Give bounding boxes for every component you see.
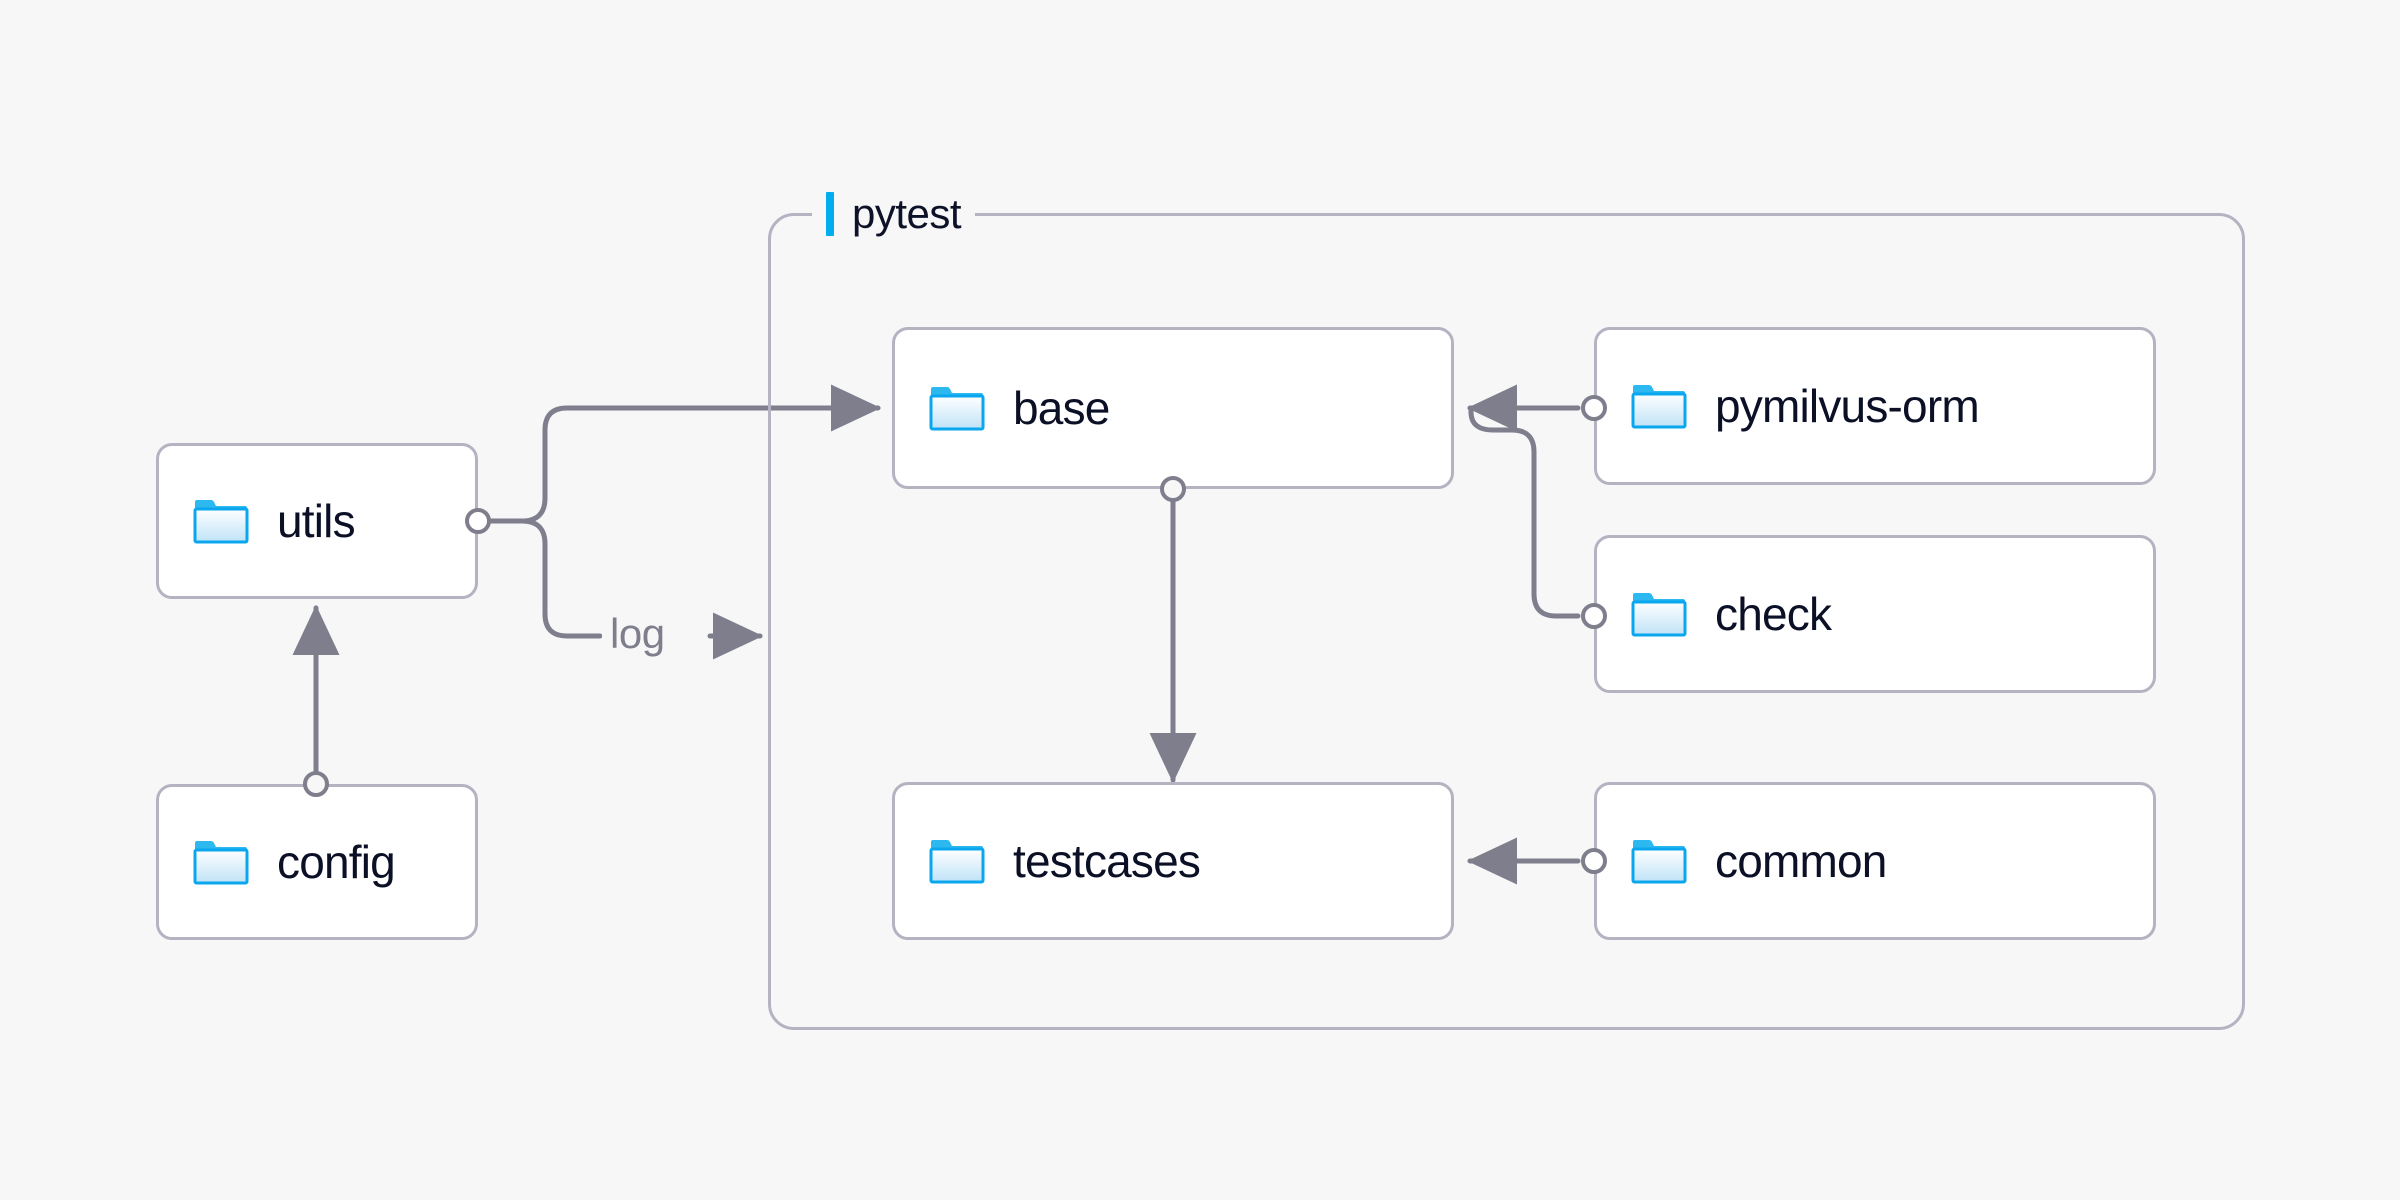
node-base-label: base (1013, 382, 1110, 434)
group-pytest-title: pytest (812, 186, 976, 242)
node-testcases[interactable]: testcases (892, 782, 1454, 940)
node-pymilvus-orm[interactable]: pymilvus-orm (1594, 327, 2156, 485)
port-base-bottom[interactable] (1160, 476, 1186, 502)
port-pymilvus-orm-left[interactable] (1581, 395, 1607, 421)
port-config-top[interactable] (303, 771, 329, 797)
folder-icon (1631, 385, 1687, 429)
port-check-left[interactable] (1581, 603, 1607, 629)
node-check[interactable]: check (1594, 535, 2156, 693)
node-utils-label: utils (277, 495, 356, 547)
group-pytest-label: pytest (852, 190, 962, 237)
folder-icon (1631, 593, 1687, 637)
node-config[interactable]: config (156, 784, 478, 940)
folder-icon (193, 841, 249, 885)
node-common-label: common (1715, 835, 1887, 887)
port-common-left[interactable] (1581, 848, 1607, 874)
node-common[interactable]: common (1594, 782, 2156, 940)
node-base[interactable]: base (892, 327, 1454, 489)
node-check-label: check (1715, 588, 1832, 640)
port-utils-right[interactable] (465, 508, 491, 534)
folder-icon (929, 840, 985, 884)
node-testcases-label: testcases (1013, 835, 1201, 887)
folder-icon (929, 387, 985, 431)
folder-icon (193, 500, 249, 544)
edge-utils-to-log (519, 518, 603, 639)
node-pymilvus-orm-label: pymilvus-orm (1715, 380, 1980, 432)
edge-label-log: log (602, 613, 673, 655)
group-accent-bar (826, 192, 834, 236)
node-config-label: config (277, 836, 396, 888)
folder-icon (1631, 840, 1687, 884)
group-pytest (768, 213, 2245, 1030)
node-utils[interactable]: utils (156, 443, 478, 599)
